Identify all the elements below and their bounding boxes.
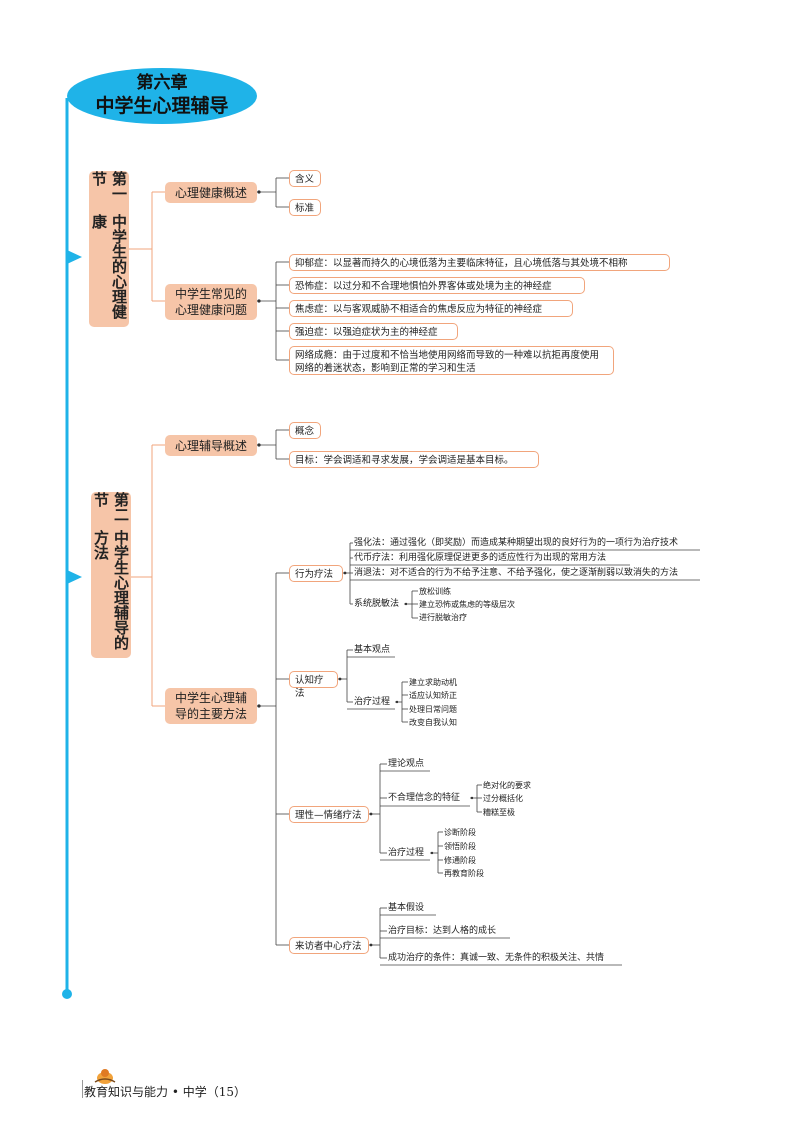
method-cognitive: 认知疗法	[289, 671, 338, 699]
topic-mental-health-overview: 心理健康概述	[165, 182, 257, 203]
desens-step-3: 进行脱敏治疗	[419, 613, 467, 622]
footer-divider	[82, 1080, 83, 1098]
topic-label: 心理健康概述	[174, 185, 247, 200]
mascot-icon	[94, 1069, 116, 1084]
chapter-title: 第六章 中学生心理辅导	[67, 68, 257, 124]
cognitive-process: 治疗过程	[354, 697, 391, 707]
feature-2: 过分概括化	[483, 794, 523, 803]
rational-step-3: 修通阶段	[444, 856, 476, 865]
topic-common-problems: 中学生常见的 心理健康问题	[165, 284, 257, 320]
desens-step-2: 建立恐怖或焦虑的等级层次	[419, 600, 515, 609]
method-behavior: 行为疗法	[289, 565, 343, 582]
topic-counseling-overview: 心理辅导概述	[165, 435, 257, 456]
rational-step-4: 再教育阶段	[444, 869, 484, 878]
behavior-reinforcement: 强化法：通过强化（即奖励）而造成某种期望出现的良好行为的一项行为治疗技术	[354, 538, 679, 548]
topic-main-methods: 中学生心理辅 导的主要方法	[165, 688, 257, 724]
section-2-number: 第二节	[92, 492, 130, 522]
chapter-number: 第六章	[136, 73, 188, 93]
cognitive-step-2: 适应认知矫正	[409, 691, 457, 700]
cognitive-step-3: 处理日常问题	[409, 705, 457, 714]
cognitive-viewpoint: 基本观点	[354, 645, 391, 655]
client-goal: 治疗目标：达到人格的成长	[388, 926, 497, 936]
feature-1: 绝对化的要求	[483, 781, 531, 790]
leaf-standard: 标准	[289, 199, 321, 216]
section-1-title: 中学生的心理健康	[90, 213, 128, 319]
method-rational-emotive: 理性—情绪疗法	[289, 806, 369, 823]
section-1-number: 第一节	[90, 171, 128, 201]
cognitive-step-4: 改变自我认知	[409, 718, 457, 727]
cognitive-step-1: 建立求助动机	[409, 678, 457, 687]
section-2-title: 中学生心理辅导的方法	[92, 530, 130, 651]
client-assumption: 基本假设	[388, 903, 425, 913]
leaf-definition: 含义	[289, 170, 321, 187]
feature-3: 糟糕至极	[483, 808, 515, 817]
topic-label: 心理辅导概述	[174, 438, 247, 453]
method-client-centered: 来访者中心疗法	[289, 937, 369, 954]
behavior-extinction: 消退法：对不适合的行为不给予注意、不给予强化，使之逐渐削弱以致消失的方法	[354, 568, 679, 578]
leaf-ocd: 强迫症：以强迫症状为主的神经症	[289, 323, 458, 340]
topic-label-line2: 导的主要方法	[174, 707, 247, 721]
leaf-phobia: 恐怖症：以过分和不合理地惧怕外界客体或处境为主的神经症	[289, 277, 585, 294]
topic-label-line1: 中学生心理辅	[174, 691, 247, 705]
section-2-box: 第二节 中学生心理辅导的方法	[91, 492, 131, 658]
leaf-internet-addiction: 网络成瘾：由于过度和不恰当地使用网络而导致的一种难以抗拒再度使用网络的着迷状态，…	[289, 346, 614, 375]
leaf-anxiety: 焦虑症：以与客观威胁不相适合的焦虑反应为特征的神经症	[289, 300, 573, 317]
leaf-concept: 概念	[289, 422, 321, 439]
client-conditions: 成功治疗的条件：真诚一致、无条件的积极关注、共情	[388, 953, 605, 963]
behavior-desensitization: 系统脱敏法	[354, 599, 400, 609]
rational-features: 不合理信念的特征	[388, 793, 461, 803]
page-footer: 教育知识与能力 • 中学（15）	[84, 1085, 246, 1099]
leaf-goal: 目标：学会调适和寻求发展，学会调适是基本目标。	[289, 451, 539, 468]
rational-process: 治疗过程	[388, 848, 425, 858]
rational-step-2: 领悟阶段	[444, 842, 476, 851]
behavior-token: 代币疗法：利用强化原理促进更多的适应性行为出现的常用方法	[354, 553, 607, 563]
topic-label-line1: 中学生常见的	[174, 287, 247, 301]
rational-viewpoint: 理论观点	[388, 759, 425, 769]
section-1-box: 第一节 中学生的心理健康	[89, 171, 129, 327]
chapter-name: 中学生心理辅导	[95, 95, 229, 117]
desens-step-1: 放松训练	[419, 587, 451, 596]
topic-label-line2: 心理健康问题	[174, 303, 247, 317]
leaf-depression: 抑郁症：以显著而持久的心境低落为主要临床特征，且心境低落与其处境不相称	[289, 254, 670, 271]
rational-step-1: 诊断阶段	[444, 828, 476, 837]
